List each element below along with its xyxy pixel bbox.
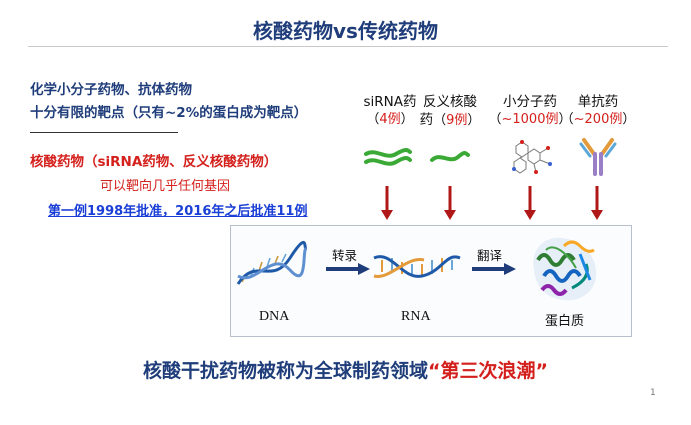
limited-targets-line: 十分有限的靶点（只有~2%的蛋白成为靶点） <box>30 105 308 121</box>
section-divider <box>30 132 178 133</box>
nucleic-acid-drugs-heading: 核酸药物（siRNA药物、反义核酸药物） <box>30 154 278 170</box>
approval-history-link[interactable]: 第一例1998年批准，2016年之后批准11例 <box>48 204 308 219</box>
title-divider <box>28 46 668 47</box>
traditional-drugs-line: 化学小分子药物、抗体药物 <box>30 82 192 98</box>
arrow-down-sirna-icon <box>381 186 393 220</box>
antisense-strand-icon <box>430 151 470 162</box>
protein-label: 蛋白质 <box>545 314 585 329</box>
drug-label-antisense: 反义核酸 药（9例） <box>419 94 481 128</box>
translation-arrow-icon <box>472 263 516 275</box>
arrow-down-antibody-icon <box>591 186 603 220</box>
drug-label-sirna: siRNA药 （4例） <box>363 94 417 127</box>
transcription-arrow-icon <box>326 263 370 275</box>
slogan-highlight: 第三次浪潮 <box>440 360 536 382</box>
rna-label: RNA <box>401 309 431 324</box>
transcription-label: 转录 <box>332 248 358 263</box>
small-molecule-icon <box>512 140 552 174</box>
translation-label: 翻译 <box>477 248 503 263</box>
target-any-gene-text: 可以靶向几乎任何基因 <box>100 179 231 194</box>
protein-structure-icon <box>533 237 597 301</box>
antibody-icon <box>579 138 617 176</box>
rna-strand-icon <box>373 255 461 278</box>
page-number: 1 <box>650 388 656 398</box>
slogan: 核酸干扰药物被称为全球制药领域“第三次浪潮” <box>142 360 549 382</box>
page-title: 核酸药物vs传统药物 <box>253 19 438 43</box>
dna-label: DNA <box>259 309 290 324</box>
drug-label-antibody: 单抗药 （~200例） <box>560 94 636 127</box>
sirna-duplex-icon <box>364 148 412 166</box>
arrow-down-small-molecule-icon <box>524 186 536 220</box>
arrow-down-antisense-icon <box>444 186 456 220</box>
drug-label-small-molecule: 小分子药 （~1000例） <box>488 94 572 127</box>
dna-helix-icon <box>236 241 308 285</box>
